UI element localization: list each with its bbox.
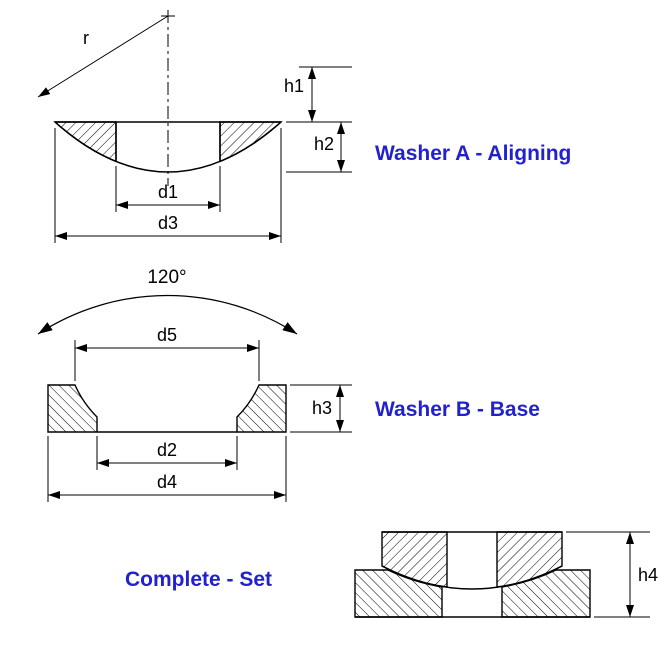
dimension-h4: h4 (566, 531, 658, 618)
dimension-h1: h1 (284, 66, 352, 122)
h4-label: h4 (638, 565, 658, 585)
h1-label: h1 (284, 76, 304, 96)
washer-a-title: Washer A - Aligning (375, 142, 571, 165)
h2-label: h2 (314, 134, 334, 154)
dimension-h3: h3 (290, 384, 352, 433)
washer-b-left-section (47, 384, 98, 433)
h3-label: h3 (312, 398, 332, 418)
d3-label: d3 (158, 213, 178, 233)
d4-label: d4 (157, 472, 177, 492)
radius-leader-line (37, 15, 169, 98)
dimension-d3: d3 (54, 128, 282, 243)
d5-label: d5 (157, 325, 177, 345)
d5-extension-lines (74, 340, 260, 381)
set-title: Complete - Set (125, 568, 272, 591)
set-interface-curve (381, 565, 563, 590)
angle-arc (37, 294, 298, 335)
washer-a-spherical-bottom (54, 121, 282, 173)
dimension-d4: d4 (47, 436, 287, 502)
washer-b-view: 120° d5 h3 d2 d4 Washer B (37, 267, 540, 502)
washer-b-title: Washer B - Base (375, 398, 540, 421)
washer-a-right-section (219, 121, 283, 163)
set-bottom-washer-right-section (501, 569, 591, 618)
complete-set-view: h4 Complete - Set (125, 531, 658, 618)
set-bottom-washer-left-section (354, 569, 443, 618)
washer-a-left-section (53, 121, 117, 163)
dimension-h2: h2 (286, 121, 352, 173)
radius-label: r (83, 28, 89, 48)
washer-a-view: r d1 d3 h1 h2 Washer (37, 10, 571, 243)
washer-b-right-section (236, 384, 287, 433)
h4-extension-lines (566, 531, 650, 618)
dimension-d2: d2 (96, 436, 238, 470)
angle-label: 120° (147, 267, 186, 288)
d2-label: d2 (157, 440, 177, 460)
dimension-d5: d5 (74, 325, 260, 381)
d3-extension-lines (54, 128, 282, 243)
washer-a-bore-walls (115, 122, 221, 162)
d1-label: d1 (158, 182, 178, 202)
dimension-d1: d1 (115, 166, 221, 212)
